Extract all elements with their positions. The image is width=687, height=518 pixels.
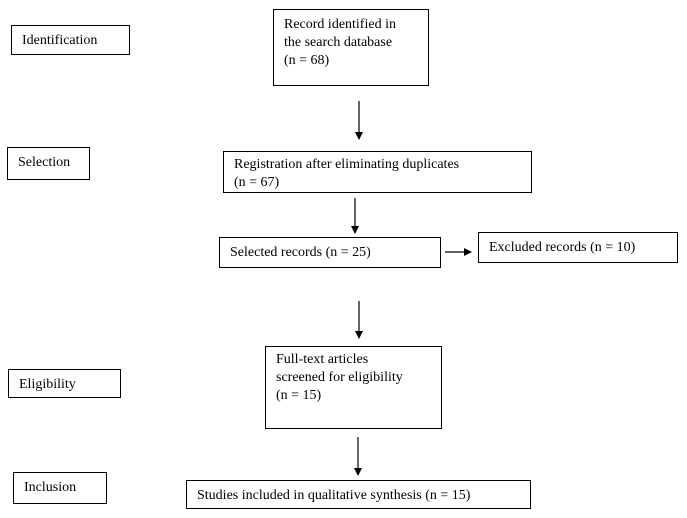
stage-label-text: Inclusion	[24, 480, 77, 495]
excluded-records-box: Excluded records (n = 10)	[478, 232, 678, 263]
box-text-line: screened for eligibility	[276, 370, 403, 385]
stage-label-text: Eligibility	[19, 377, 76, 392]
stage-label-eligibility: Eligibility	[8, 369, 121, 398]
studies-included-box: Studies included in qualitative synthesi…	[186, 480, 531, 509]
box-text-line: the search database	[284, 35, 393, 50]
stage-label-text: Identification	[22, 33, 98, 48]
box-text-line: Record identified in	[284, 17, 396, 32]
full-text-articles-box: Full-text articles screened for eligibil…	[265, 346, 442, 429]
box-text-line: Selected records (n = 25)	[230, 245, 371, 260]
stage-label-text: Selection	[18, 155, 71, 170]
box-text-line: Full-text articles	[276, 352, 369, 367]
registration-after-duplicates-box: Registration after eliminating duplicate…	[223, 151, 532, 193]
stage-label-identification: Identification	[11, 25, 130, 55]
box-text-line: (n = 15)	[276, 388, 322, 403]
box-text-line: (n = 68)	[284, 53, 330, 68]
box-text-line: Excluded records (n = 10)	[489, 240, 636, 255]
stage-label-inclusion: Inclusion	[13, 472, 107, 504]
selected-records-box: Selected records (n = 25)	[219, 237, 441, 268]
box-text-line: Studies included in qualitative synthesi…	[197, 488, 471, 503]
records-identified-box: Record identified in the search database…	[273, 9, 429, 86]
box-text-line: Registration after eliminating duplicate…	[234, 157, 460, 172]
box-text-line: (n = 67)	[234, 175, 280, 190]
stage-label-selection: Selection	[7, 147, 90, 180]
